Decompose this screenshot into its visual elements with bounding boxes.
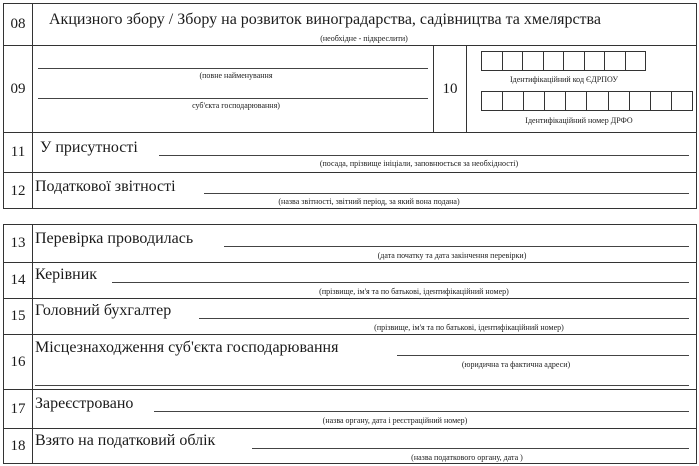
inspection-period-input-line[interactable] (224, 246, 689, 247)
director-hint: (прізвище, ім'я та по батькові, ідентифі… (319, 287, 509, 296)
row-11: 11 У присутності (посада, прізвище ініці… (4, 133, 696, 173)
code-cell[interactable] (523, 91, 546, 111)
row-14: 14 Керівник (прізвище, ім'я та по батько… (4, 263, 696, 299)
location-label: Місцезнаходження суб'єкта господарювання (35, 339, 339, 356)
field-10-number: 10 (433, 46, 467, 132)
row-09-10: 09 (повне найменування суб'єкта господар… (4, 46, 696, 133)
inspection-period-hint: (дата початку та дата закінчення перевір… (377, 251, 527, 260)
code-cell[interactable] (544, 91, 567, 111)
registered-label: Зареєстровано (35, 395, 134, 412)
row-16: 16 Місцезнаходження суб'єкта господарюва… (4, 335, 696, 390)
row-17: 17 Зареєстровано (назва органу, дата і р… (4, 390, 696, 429)
chief-accountant-input-line[interactable] (199, 318, 689, 319)
row-number: 09 (4, 46, 33, 132)
registered-hint: (назва органу, дата і реєстраційний номе… (322, 416, 468, 425)
code-cell[interactable] (649, 91, 672, 111)
code-cell[interactable] (624, 51, 646, 71)
chief-accountant-label: Головний бухгалтер (35, 302, 172, 319)
code-cell[interactable] (502, 91, 525, 111)
tax-reporting-hint: (назва звітності, звітний період, за яки… (278, 197, 460, 206)
row-15: 15 Головний бухгалтер (прізвище, ім'я та… (4, 299, 696, 335)
registered-input-line[interactable] (154, 411, 689, 412)
row-number: 12 (4, 173, 33, 209)
row-number: 18 (4, 429, 33, 464)
tax-type-title[interactable]: Акцизного збору / Збору на розвиток вино… (49, 11, 601, 28)
row-number: 13 (4, 225, 33, 262)
code-cell[interactable] (583, 51, 605, 71)
tax-type-hint: (необхідне - підкреслити) (320, 34, 408, 43)
form-block-top: 08 Акцизного збору / Збору на розвиток в… (3, 3, 697, 209)
code-cell[interactable] (501, 51, 523, 71)
tax-registration-input-line[interactable] (252, 448, 689, 449)
drfo-number-cells[interactable] (481, 91, 693, 111)
code-cell[interactable] (565, 91, 588, 111)
tax-registration-hint: (назва податкового органу, дата ) (411, 453, 523, 462)
presence-hint: (посада, прізвище ініціали, заповнюється… (319, 159, 519, 168)
code-cell[interactable] (542, 51, 564, 71)
entity-name-line-1[interactable] (38, 68, 428, 69)
row-number: 08 (4, 4, 33, 45)
chief-accountant-hint: (прізвище, ім'я та по батькові, ідентифі… (374, 323, 564, 332)
row-18: 18 Взято на податковий облік (назва пода… (4, 429, 696, 464)
inspection-period-label: Перевірка проводилась (35, 230, 194, 247)
entity-name-line-2[interactable] (38, 98, 428, 99)
code-cell[interactable] (670, 91, 693, 111)
presence-label: У присутності (40, 139, 138, 156)
location-input-line-2[interactable] (35, 385, 689, 386)
drfo-label: Ідентифікаційний номер ДРФО (525, 116, 633, 125)
form-block-bottom: 13 Перевірка проводилась (дата початку т… (3, 224, 697, 464)
presence-input-line[interactable] (159, 155, 689, 156)
row-08: 08 Акцизного збору / Збору на розвиток в… (4, 4, 696, 46)
tax-reporting-label: Податкової звітності (35, 178, 176, 195)
code-cell[interactable] (604, 51, 626, 71)
edrpou-label: Ідентифікаційний код ЄДРПОУ (510, 75, 618, 84)
code-cell[interactable] (481, 51, 503, 71)
director-input-line[interactable] (112, 282, 689, 283)
tax-reporting-input-line[interactable] (204, 193, 689, 194)
code-cell[interactable] (628, 91, 651, 111)
row-number: 16 (4, 335, 33, 389)
code-cell[interactable] (586, 91, 609, 111)
location-hint: (юридична та фактична адреси) (461, 360, 571, 369)
code-cell[interactable] (522, 51, 544, 71)
row-number: 17 (4, 390, 33, 428)
row-number: 15 (4, 299, 33, 334)
tax-registration-label: Взято на податковий облік (35, 432, 216, 449)
code-cell[interactable] (563, 51, 585, 71)
code-cell[interactable] (607, 91, 630, 111)
code-cell[interactable] (481, 91, 504, 111)
director-label: Керівник (35, 266, 98, 283)
row-number: 11 (4, 133, 33, 172)
row-13: 13 Перевірка проводилась (дата початку т… (4, 225, 696, 263)
location-input-line[interactable] (397, 355, 689, 356)
entity-name-hint-2: суб'єкта господарювання) (192, 101, 280, 110)
row-12: 12 Податкової звітності (назва звітності… (4, 173, 696, 209)
edrpou-code-cells[interactable] (481, 51, 646, 71)
row-number: 14 (4, 263, 33, 298)
entity-name-hint-1: (повне найменування (199, 71, 273, 80)
